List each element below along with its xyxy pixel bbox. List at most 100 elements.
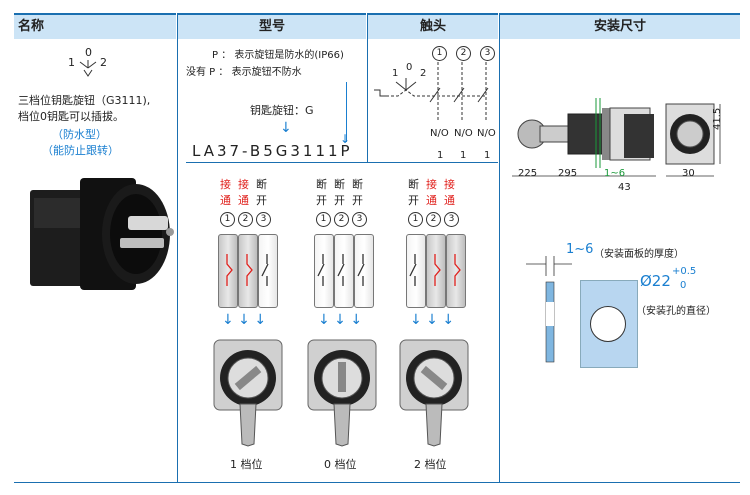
dim-43: 43 (618, 182, 631, 193)
state3-label-2b: 通 (426, 194, 437, 207)
state3-circle-2: 2 (426, 212, 441, 227)
state3-label-3b: 通 (444, 194, 455, 207)
state3-label-1b: 开 (408, 194, 419, 207)
state2-circle-2: 2 (334, 212, 349, 227)
model-code: LA37-B5G3111P (192, 142, 353, 160)
contact-circle-2: 2 (456, 46, 471, 61)
state3-label-3a: 接 (444, 178, 455, 191)
state2-label-3a: 断 (352, 178, 363, 191)
hole-tolerance-up: +0.5 (672, 266, 697, 277)
contact-pos-0: 0 (406, 62, 413, 73)
contact-count-2: 1 (460, 150, 467, 161)
state2-label-2a: 断 (334, 178, 345, 191)
state2-chip-2 (334, 234, 354, 308)
keyswitch-front-3 (399, 339, 469, 447)
state2-chip-1 (314, 234, 334, 308)
state2-label-2b: 开 (334, 194, 345, 207)
desc-line-3: （防水型） (52, 128, 107, 141)
down-arrow-icon: ↓ ↓ ↓ (222, 312, 267, 328)
switch-pos-2: 2 (100, 56, 107, 69)
hole-diameter: Ø22 (640, 272, 671, 290)
header-dimensions-label: 安装尺寸 (593, 19, 646, 34)
state1-label-2a: 接 (238, 178, 249, 191)
switch-pos-1: 1 (68, 56, 75, 69)
state1-circle-2: 2 (238, 212, 253, 227)
state3-circle-1: 1 (408, 212, 423, 227)
header-name-label: 名称 (18, 19, 45, 34)
model-underline (186, 162, 498, 163)
state2-label-1a: 断 (316, 178, 327, 191)
caption-pos-1: 1 档位 (230, 458, 263, 471)
column-divider (499, 13, 500, 483)
state3-chip-1 (406, 234, 426, 308)
desc-line-2: 档位0钥匙可以插拔。 (18, 110, 124, 123)
g-arrow-icon: ↓ (280, 120, 292, 136)
contact-circle-1: 1 (432, 46, 447, 61)
panel-thickness-text: （安装面板的厚度） (594, 249, 684, 260)
p-pointer-line (346, 82, 347, 142)
contact-type-3: N/O (477, 128, 496, 139)
state1-chip-2 (238, 234, 258, 308)
state3-contact-marks (409, 254, 461, 286)
state1-label-3a: 断 (256, 178, 267, 191)
state2-circle-3: 3 (352, 212, 367, 227)
side-view-drawing (512, 98, 721, 177)
switch-pos-0: 0 (85, 46, 92, 59)
table-bottom-border (14, 482, 740, 483)
keyswitch-front-1 (213, 339, 283, 447)
desc-line-4: （能防止跟转） (42, 144, 119, 157)
down-arrow-icon: ↓ ↓ ↓ (318, 312, 363, 328)
header-dimensions: 安装尺寸 (500, 13, 740, 39)
dim-1-6: 1~6 (604, 168, 626, 179)
column-divider (367, 13, 368, 163)
dim-225: 225 (518, 168, 538, 179)
state1-label-2b: 通 (238, 194, 249, 207)
dim-30: 30 (682, 168, 695, 179)
state2-contact-marks (317, 254, 365, 286)
header-contact: 触头 (368, 13, 498, 39)
contact-type-2: N/O (454, 128, 473, 139)
state3-label-2a: 接 (426, 178, 437, 191)
state1-label-3b: 开 (256, 194, 267, 207)
p-arrow-icon: ↓ (340, 132, 351, 146)
header-model: 型号 (178, 13, 366, 39)
state1-circle-3: 3 (256, 212, 271, 227)
header-contact-label: 触头 (419, 19, 446, 34)
contact-pos-1: 1 (392, 68, 399, 79)
state2-circle-1: 1 (316, 212, 331, 227)
keyswitch-front-2 (307, 339, 377, 447)
product-photo (30, 178, 174, 290)
panel-thickness-value: 1~6 (566, 242, 594, 257)
state1-circle-1: 1 (220, 212, 235, 227)
switch-symbol-icon (79, 60, 97, 77)
state3-chip-3 (446, 234, 466, 308)
state1-label-1a: 接 (220, 178, 231, 191)
mounting-hole (590, 306, 626, 342)
state1-chip-1 (218, 234, 238, 308)
state3-chip-2 (426, 234, 446, 308)
state3-circle-3: 3 (444, 212, 459, 227)
panel-section-drawing (526, 256, 572, 363)
note-p2: 没有 P ： 表示旋钮不防水 (186, 67, 302, 78)
down-arrow-icon: ↓ ↓ ↓ (410, 312, 455, 328)
dim-295: 295 (558, 168, 578, 179)
contact-count-1: 1 (437, 150, 444, 161)
hole-tolerance-down: 0 (680, 280, 687, 291)
header-model-label: 型号 (258, 19, 285, 34)
contact-count-3: 1 (484, 150, 491, 161)
state1-contact-marks (226, 254, 269, 286)
state2-chip-3 (354, 234, 374, 308)
hole-text: （安装孔的直径） (636, 306, 716, 317)
contact-type-1: N/O (430, 128, 449, 139)
desc-line-1: 三档位钥匙旋钮（G3111), (18, 94, 151, 107)
caption-pos-2: 2 档位 (414, 458, 447, 471)
key-label: 钥匙旋钮：G (250, 104, 314, 117)
state2-label-1b: 开 (316, 194, 327, 207)
state1-chip-3 (258, 234, 278, 308)
contact-circle-3: 3 (480, 46, 495, 61)
note-p1: P ： 表示旋钮是防水的(IP66) (212, 50, 344, 61)
header-name: 名称 (14, 13, 176, 39)
column-divider (177, 13, 178, 483)
caption-pos-0: 0 档位 (324, 458, 357, 471)
state2-label-3b: 开 (352, 194, 363, 207)
